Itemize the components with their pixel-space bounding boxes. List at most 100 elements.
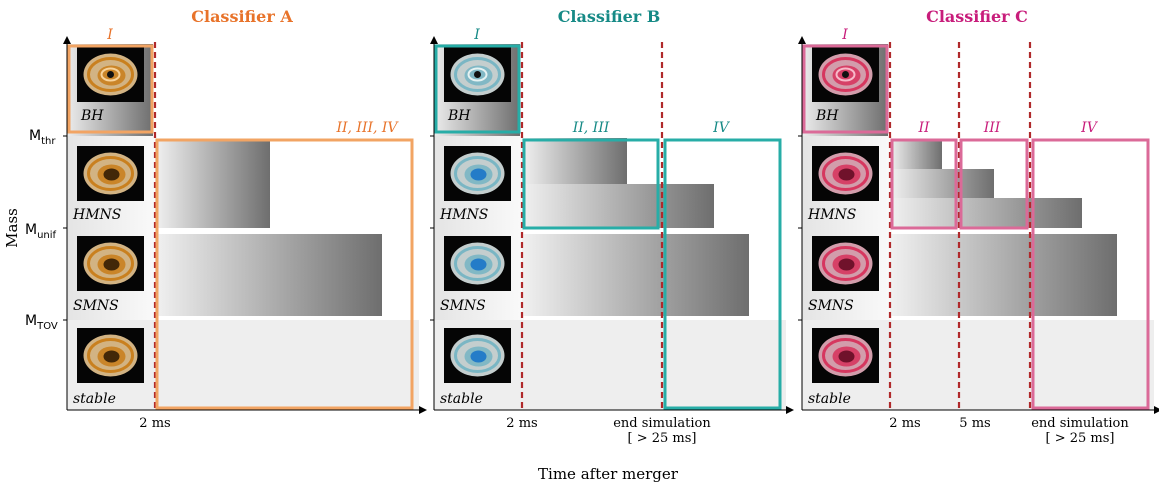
y-axis-arrow: [430, 36, 438, 44]
remnant-label: stable: [73, 391, 116, 407]
remnant-label: HMNS: [439, 207, 488, 223]
x-axis-label: Time after merger: [538, 465, 679, 483]
thumbnail-ring: [87, 338, 134, 373]
thumbnail-core: [103, 350, 120, 363]
panel-title: Classifier C: [926, 7, 1028, 26]
remnant-thumbnail-smns: [77, 236, 144, 291]
thumbnail-core: [103, 168, 120, 181]
remnant-label: stable: [808, 391, 851, 407]
remnant-label: SMNS: [73, 298, 119, 314]
remnant-thumbnail-bh: [812, 47, 879, 102]
class-box-i: [67, 44, 154, 134]
panels: Classifier A BH HMNS SMNS stable I II, III, IV…: [63, 7, 1159, 446]
remnant-thumbnail-bh: [77, 47, 144, 102]
thumbnail-ring: [87, 156, 134, 191]
x-axis-arrow: [419, 406, 427, 414]
thumbnail-ring: [822, 246, 869, 281]
y-axis-arrow: [63, 36, 71, 44]
thumbnail-ring: [87, 57, 134, 92]
thumbnail-inner-ring: [467, 67, 488, 82]
remnant-label: HMNS: [807, 207, 856, 223]
mass-tick-label-thr: Mthr: [29, 128, 56, 147]
class-box-i: [802, 44, 889, 134]
panel-title: Classifier B: [558, 7, 661, 26]
class-box-iii: [959, 138, 1029, 230]
class-box-ii-iii-iv: [155, 138, 414, 410]
thumbnail-core: [838, 258, 855, 271]
remnant-thumbnail-stable: [812, 328, 879, 383]
thumbnail-inner-ring: [100, 67, 121, 82]
thumbnail-ring: [454, 246, 501, 281]
smns-lifetime-bar: [890, 234, 1117, 316]
time-tick-label: 2 ms: [889, 416, 920, 431]
remnant-label: SMNS: [440, 298, 486, 314]
time-tick-label: 2 ms: [139, 416, 170, 431]
class-label: IV: [712, 120, 731, 136]
remnant-label: stable: [440, 391, 483, 407]
class-label: II: [917, 120, 930, 136]
thumbnail-core: [470, 350, 487, 363]
mass-tick-label-tov: MTOV: [25, 313, 58, 332]
thumbnail-ring: [822, 57, 869, 92]
thumbnail-core: [838, 350, 855, 363]
class-label: I: [106, 27, 113, 43]
thumbnail-ring: [822, 156, 869, 191]
remnant-thumbnail-smns: [444, 236, 511, 291]
class-label: II, III: [572, 120, 610, 136]
time-tick-label: end simulation: [613, 416, 711, 431]
hmns-lifetime-bar: [890, 169, 994, 198]
class-box-iv: [1031, 138, 1150, 410]
thumbnail-core: [470, 168, 487, 181]
remnant-thumbnail-hmns: [77, 146, 144, 201]
remnant-thumbnail-smns: [812, 236, 879, 291]
thumbnail-ring: [454, 57, 501, 92]
class-box-ii-iii: [522, 138, 660, 230]
remnant-label: BH: [447, 108, 471, 124]
thumbnail-ring: [822, 338, 869, 373]
remnant-label: SMNS: [808, 298, 854, 314]
remnant-label: BH: [815, 108, 839, 124]
class-label: II, III, IV: [335, 120, 399, 136]
remnant-thumbnail-stable: [77, 328, 144, 383]
hmns-lifetime-bar: [155, 140, 270, 228]
thumbnail-core: [838, 168, 855, 181]
thumbnail-ring: [454, 338, 501, 373]
thumbnail-inner-ring: [835, 67, 856, 82]
thumbnail-black-hole: [474, 71, 481, 78]
x-axis-arrow: [1154, 406, 1159, 414]
thumbnail-ring: [87, 246, 134, 281]
time-tick-label: end simulation: [1031, 416, 1129, 431]
hmns-lifetime-bar: [522, 138, 627, 184]
mass-tick-labels: Mthr Munif MTOV: [25, 128, 58, 332]
y-axis-arrow: [798, 36, 806, 44]
class-box-ii: [890, 138, 958, 230]
remnant-thumbnail-hmns: [444, 146, 511, 201]
class-label: I: [841, 27, 848, 43]
thumbnail-black-hole: [842, 71, 849, 78]
thumbnail-core: [103, 258, 120, 271]
hmns-lifetime-bar: [890, 140, 942, 169]
panel-title: Classifier A: [191, 7, 293, 26]
class-label: I: [473, 27, 480, 43]
remnant-thumbnail-bh: [444, 47, 511, 102]
hmns-lifetime-bar: [522, 184, 714, 228]
thumbnail-core: [470, 258, 487, 271]
thumbnail-ring: [454, 156, 501, 191]
smns-lifetime-bar: [155, 234, 382, 316]
remnant-label: BH: [80, 108, 104, 124]
time-tick-sublabel: [ > 25 ms]: [1046, 431, 1115, 446]
time-tick-label: 2 ms: [506, 416, 537, 431]
thumbnail-black-hole: [107, 71, 114, 78]
smns-lifetime-bar: [522, 234, 749, 316]
class-box-i: [434, 44, 521, 134]
class-label: III: [983, 120, 1001, 136]
remnant-thumbnail-hmns: [812, 146, 879, 201]
mass-tick-label-unif: Munif: [25, 222, 57, 241]
x-axis-arrow: [786, 406, 794, 414]
time-tick-label: 5 ms: [959, 416, 990, 431]
hmns-lifetime-bar: [890, 198, 1082, 228]
y-axis-label: Mass: [3, 208, 21, 248]
remnant-thumbnail-stable: [444, 328, 511, 383]
class-label: IV: [1080, 120, 1099, 136]
